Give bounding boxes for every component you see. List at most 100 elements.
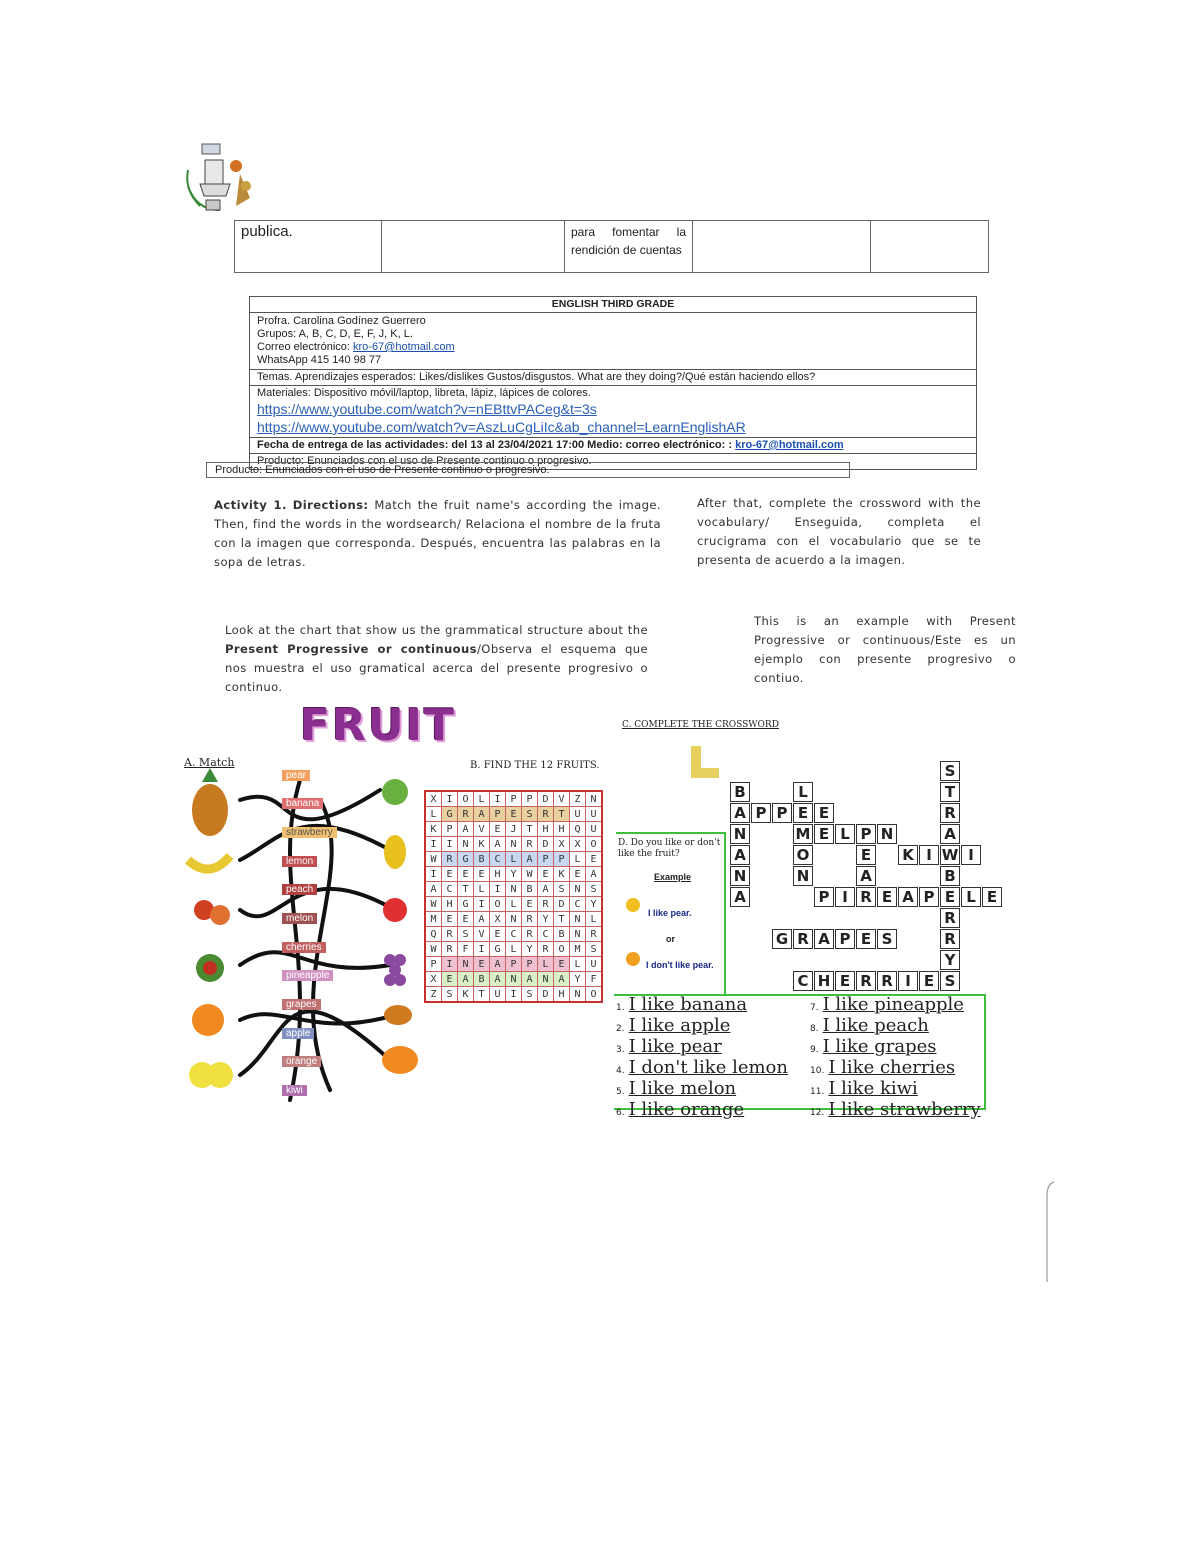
wordsearch-cell: A (521, 971, 538, 987)
wordsearch-cell: A (489, 956, 506, 972)
email-link[interactable]: kro-67@hotmail.com (353, 341, 455, 353)
wordsearch-cell: P (537, 851, 554, 867)
answer-text: I like pear (628, 1036, 722, 1057)
wordsearch-cell: N (569, 881, 586, 897)
smile-icon (626, 898, 640, 912)
chart-note-pre: Look at the chart that show us the gramm… (225, 623, 648, 637)
wordsearch-cell: C (441, 881, 458, 897)
crossword-cell: N (877, 824, 897, 844)
wordsearch-cell: D (537, 790, 554, 807)
wordsearch-cell: X (424, 971, 442, 987)
or-word: or (666, 934, 675, 944)
crossword-cell: E (814, 824, 834, 844)
wordsearch-cell: S (521, 986, 538, 1003)
page-margin-bracket (1046, 1181, 1055, 1282)
crossword-cell: E (919, 971, 939, 991)
match-word: cherries (282, 942, 326, 953)
crossword-cell: B (940, 866, 960, 886)
answer-text: I like melon (628, 1078, 737, 1099)
wordsearch-cell: I (441, 790, 458, 807)
wordsearch-cell: A (489, 836, 506, 852)
wordsearch-cell: R (537, 896, 554, 912)
crossword-cell: R (877, 971, 897, 991)
wordsearch-cell: P (424, 956, 442, 972)
wordsearch-cell: R (537, 941, 554, 957)
wordsearch-cell: N (569, 986, 586, 1003)
answer-number: 3. (616, 1045, 625, 1055)
wordsearch-cell: M (424, 911, 442, 927)
answer-text: I like pineapple (822, 994, 964, 1015)
school-logo-image (186, 143, 251, 211)
answer-text: I like orange (628, 1099, 745, 1120)
wordsearch-cell: C (537, 926, 554, 942)
wordsearch-cell: E (441, 911, 458, 927)
fruit-title: FRUIT (300, 700, 457, 751)
answer-line: 4.I don't like lemon (616, 1059, 802, 1080)
wordsearch-cell: A (553, 971, 570, 987)
table-cell-rendicion: para fomentar la rendición de cuentas (564, 220, 693, 273)
wordsearch-cell: E (441, 971, 458, 987)
wordsearch-cell: U (569, 806, 586, 822)
wordsearch-cell: E (569, 866, 586, 882)
wordsearch-cell: C (569, 896, 586, 912)
wordsearch-cell: I (473, 941, 490, 957)
answer-line: 9.I like grapes (810, 1038, 982, 1059)
wordsearch-cell: C (489, 851, 506, 867)
wordsearch-cell: M (569, 941, 586, 957)
wordsearch-cell: K (553, 866, 570, 882)
youtube-link-2[interactable]: https://www.youtube.com/watch?v=AszLuCgL… (257, 419, 746, 435)
match-exercise-drawing (184, 768, 418, 1102)
example-note: This is an example with Present Progress… (754, 614, 1016, 685)
wordsearch-cell: T (553, 806, 570, 822)
wordsearch-cell: L (569, 851, 586, 867)
due-date-email-link[interactable]: kro-67@hotmail.com (735, 439, 844, 451)
answer-line: 2.I like apple (616, 1017, 802, 1038)
wordsearch-cell: R (521, 836, 538, 852)
answer-number: 12. (810, 1108, 825, 1118)
answer-line: 12.I like strawberry (810, 1101, 982, 1122)
crossword-cell: P (751, 803, 771, 823)
answer-line: 7.I like pineapple (810, 996, 982, 1017)
table-cell-empty (870, 220, 989, 273)
wordsearch-cell: N (537, 971, 554, 987)
youtube-link-1[interactable]: https://www.youtube.com/watch?v=nEBttvPA… (257, 401, 597, 417)
crossword-cell: P (835, 929, 855, 949)
wordsearch-cell: T (553, 911, 570, 927)
crossword-cell: I (898, 971, 918, 991)
directions-label: Directions: (292, 498, 369, 512)
match-word: grapes (282, 999, 321, 1010)
wordsearch-cell: N (505, 881, 522, 897)
wordsearch-cell: H (553, 986, 570, 1003)
wordsearch-cell: L (473, 790, 490, 807)
wordsearch-cell: Y (585, 896, 603, 912)
crossword-cell: A (856, 866, 876, 886)
match-word: lemon (282, 856, 318, 867)
contact-block: Profra. Carolina Godínez Guerrero Grupos… (250, 313, 976, 370)
wordsearch-cell: O (457, 790, 474, 807)
wordsearch-cell: N (585, 790, 603, 807)
wordsearch-cell: O (585, 836, 603, 852)
wordsearch-cell: F (457, 941, 474, 957)
answer-line: 3.I like pear (616, 1038, 802, 1059)
wordsearch-cell: S (441, 986, 458, 1003)
email-label: Correo electrónico: (257, 341, 353, 353)
wordsearch-cell: D (537, 986, 554, 1003)
wordsearch-cell: O (553, 941, 570, 957)
wordsearch-cell: X (489, 911, 506, 927)
wordsearch-cell: A (585, 866, 603, 882)
answer-text: I like kiwi (828, 1078, 918, 1099)
wordsearch-cell: G (457, 851, 474, 867)
materials-block: Materiales: Dispositivo móvil/laptop, li… (250, 386, 976, 438)
wordsearch-cell: N (505, 836, 522, 852)
crossword-cell: N (793, 866, 813, 886)
answer-number: 1. (616, 1003, 625, 1013)
wordsearch-cell: K (457, 986, 474, 1003)
wordsearch-cell: W (424, 941, 442, 957)
match-word: pineapple (282, 970, 334, 981)
wordsearch-cell: I (441, 836, 458, 852)
